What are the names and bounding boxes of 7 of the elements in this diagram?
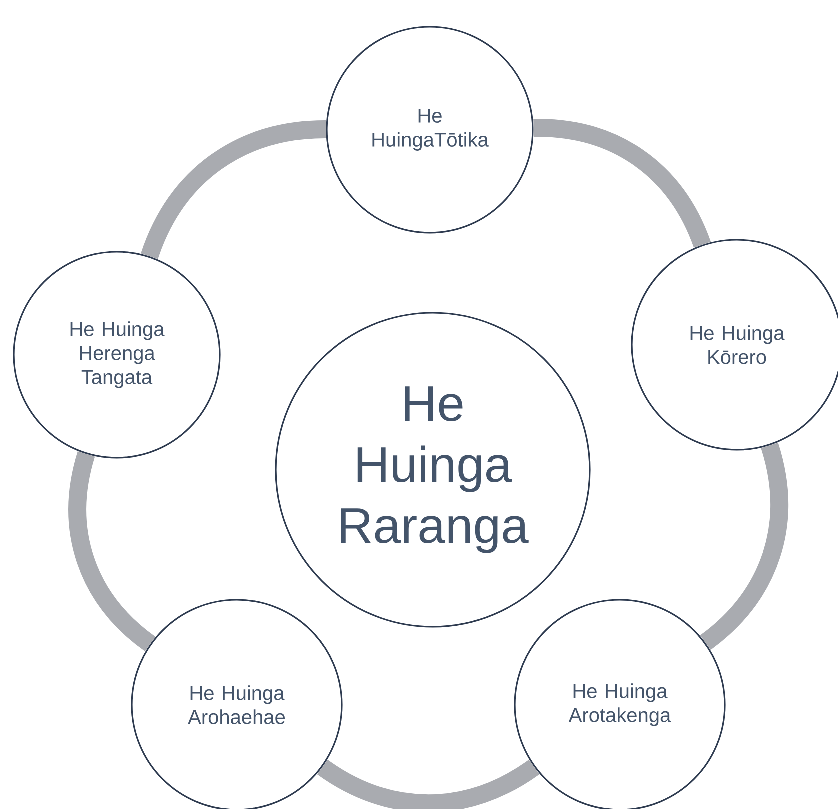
circle-node: He Huinga Herenga Tangata (13, 251, 221, 459)
ring-segment (318, 760, 540, 809)
ring-segment (534, 119, 711, 248)
ring-segment (141, 120, 327, 260)
ring-segment (68, 452, 156, 652)
ring-segment (700, 443, 788, 650)
circle-node: He HuingaTōtika (326, 26, 534, 234)
